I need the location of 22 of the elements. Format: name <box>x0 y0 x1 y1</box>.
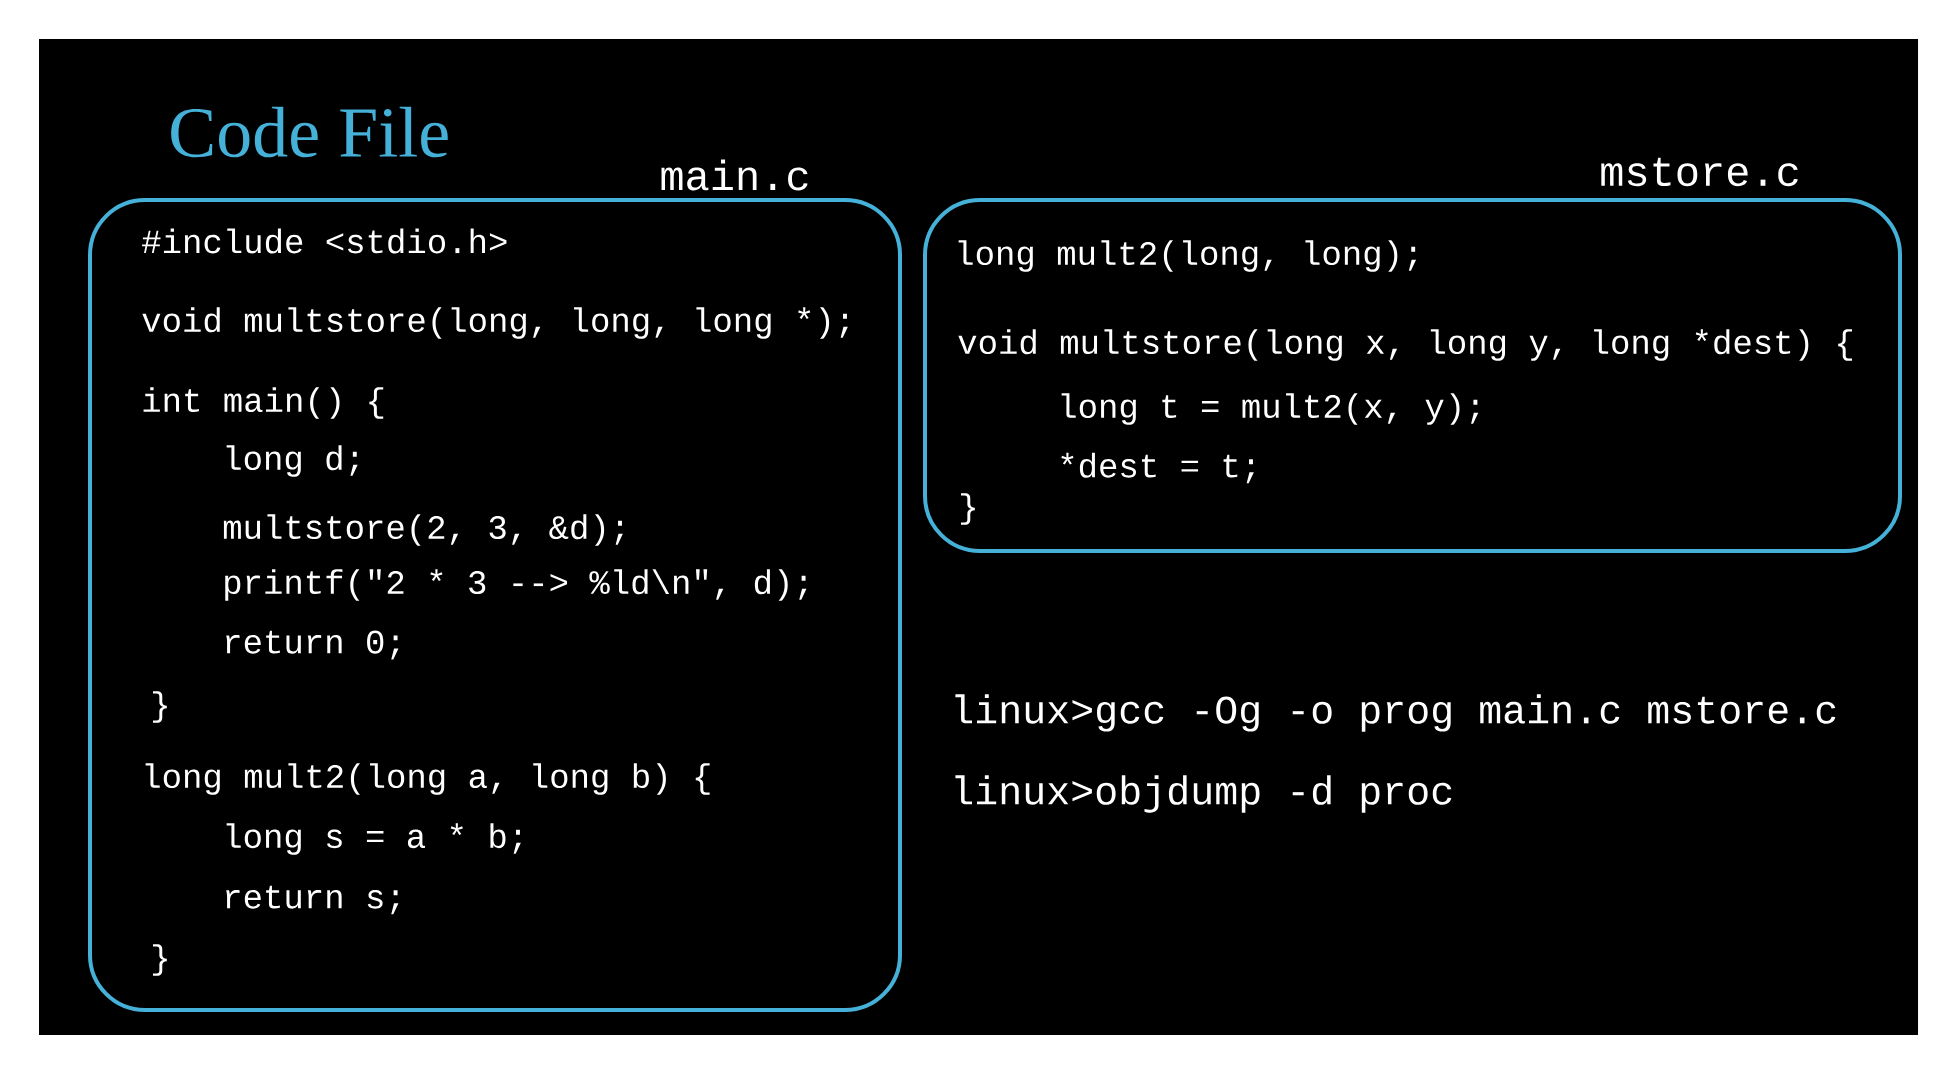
code-line: void multstore(long x, long y, long *dest) { <box>958 329 1852 361</box>
code-line: return s; <box>226 885 399 915</box>
code-line: long s = a * b; <box>226 823 521 855</box>
code-line: long t = mult2(x, y); <box>1061 393 1479 425</box>
terminal-command: linux>gcc -Og -o prog main.c mstore.c <box>955 694 1836 732</box>
code-line: } <box>153 691 167 723</box>
title: Code File <box>171 106 448 158</box>
code-line: long d; <box>226 445 358 477</box>
code-line: } <box>153 944 167 976</box>
code-line: multstore(2, 3, &d); <box>223 514 623 546</box>
code-line: int main() { <box>143 387 384 419</box>
code-line: long mult2(long a, long b) { <box>145 763 710 795</box>
code-line: } <box>961 493 975 525</box>
terminal-command: linux>objdump -d proc <box>955 775 1452 813</box>
code-line: long mult2(long, long); <box>958 240 1417 272</box>
code-line: #include <stdio.h> <box>142 228 507 254</box>
code-line: return 0; <box>226 630 399 660</box>
code-line: *dest = t; <box>1061 452 1254 484</box>
code-line: void multstore(long, long, long *); <box>142 307 848 339</box>
code-line: printf("2 * 3 --> %ld\n", d); <box>225 569 807 601</box>
file-name: main.c <box>661 159 808 191</box>
file-name: mstore.c <box>1601 157 1798 187</box>
